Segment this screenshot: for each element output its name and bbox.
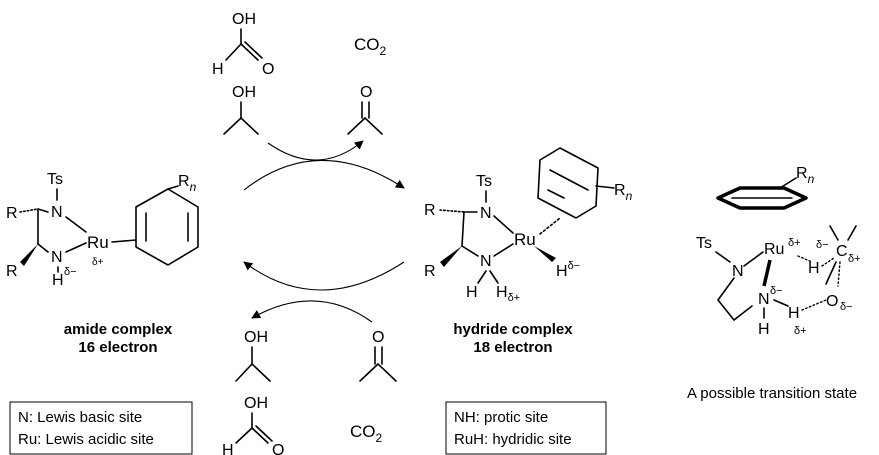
svg-text:OH: OH xyxy=(244,395,268,412)
svg-text:N: N xyxy=(732,263,744,280)
svg-text:OH: OH xyxy=(244,329,268,346)
svg-text:δ+: δ+ xyxy=(848,253,861,265)
svg-text:N: N xyxy=(758,291,770,308)
amide-complex-name: amide complex xyxy=(64,321,173,338)
svg-text:δ−: δ− xyxy=(816,239,829,251)
svg-text:R: R xyxy=(424,202,436,219)
svg-text:H: H xyxy=(212,61,224,78)
hydride-complex-name: hydride complex xyxy=(453,321,573,338)
svg-text:N: N xyxy=(480,253,492,270)
transition-state-structure: Rn Ts N Ru δ+ H δ− C δ+ N δ− H H δ+ O δ− xyxy=(696,165,861,338)
svg-text:N: N xyxy=(480,205,492,222)
svg-text:H: H xyxy=(222,442,234,455)
svg-text:O: O xyxy=(360,84,372,101)
svg-text:Rn: Rn xyxy=(614,182,633,203)
amide-complex-structure: Ts N R R N H δ− Ru δ+ Rn xyxy=(6,171,199,289)
svg-text:CO2: CO2 xyxy=(354,35,387,58)
arrow-top-main xyxy=(243,159,405,191)
svg-text:Ts: Ts xyxy=(47,171,63,188)
svg-text:Hδ−: Hδ− xyxy=(556,260,580,280)
hydride-complex-structure: Ts N R R N H Hδ+ Ru Rn Hδ− xyxy=(424,147,633,304)
svg-text:R: R xyxy=(6,263,18,280)
isopropanol-bottom: OH xyxy=(235,329,271,382)
amide-complex-electrons: 16 electron xyxy=(78,339,157,356)
svg-text:δ+: δ+ xyxy=(788,237,801,249)
svg-text:O: O xyxy=(262,61,274,78)
svg-text:H: H xyxy=(758,321,770,338)
svg-text:OH: OH xyxy=(232,11,256,28)
svg-text:Ru: Ru xyxy=(514,230,536,249)
lewis-sites-box: N: Lewis basic site Ru: Lewis acidic sit… xyxy=(9,401,193,455)
svg-text:N: Lewis basic site: N: Lewis basic site xyxy=(18,409,142,426)
svg-text:C: C xyxy=(836,243,848,260)
svg-text:Rn: Rn xyxy=(178,173,197,194)
arrow-top-side-in xyxy=(267,140,364,161)
svg-text:R: R xyxy=(424,263,436,280)
co2-bottom: CO2 xyxy=(350,422,383,445)
svg-text:OH: OH xyxy=(232,84,256,101)
svg-text:δ−: δ− xyxy=(770,285,783,297)
svg-text:Rn: Rn xyxy=(796,165,815,186)
svg-text:H: H xyxy=(788,305,800,322)
svg-text:δ−: δ− xyxy=(840,301,853,313)
acetone-top: O xyxy=(347,84,383,135)
svg-text:N: N xyxy=(51,204,63,221)
svg-text:H: H xyxy=(808,260,820,277)
svg-text:H: H xyxy=(466,284,478,301)
svg-text:Hδ+: Hδ+ xyxy=(496,284,520,304)
protic-hydridic-box: NH: protic site RuH: hydridic site xyxy=(445,401,607,455)
transition-state-caption: A possible transition state xyxy=(687,385,857,402)
svg-text:O: O xyxy=(272,442,284,455)
svg-text:NH: protic site: NH: protic site xyxy=(454,409,548,426)
formic-acid-bottom: OH H O xyxy=(222,395,284,455)
svg-text:N: N xyxy=(51,249,63,266)
svg-text:Ru: Lewis acidic site: Ru: Lewis acidic site xyxy=(18,431,154,448)
arrow-bottom-main xyxy=(243,261,405,291)
svg-text:CO2: CO2 xyxy=(350,422,383,445)
svg-text:δ−: δ− xyxy=(64,266,77,278)
svg-text:Ts: Ts xyxy=(476,173,492,190)
co2-top: CO2 xyxy=(354,35,387,58)
svg-text:H: H xyxy=(52,272,64,289)
svg-text:Ts: Ts xyxy=(696,235,712,252)
svg-text:Ru: Ru xyxy=(87,233,109,252)
svg-text:RuH: hydridic site: RuH: hydridic site xyxy=(454,431,572,448)
svg-text:δ+: δ+ xyxy=(92,257,104,268)
acetone-bottom: O xyxy=(359,329,397,382)
hydride-complex-electrons: 18 electron xyxy=(473,339,552,356)
formic-acid-top: OH H O xyxy=(212,11,274,78)
svg-text:R: R xyxy=(6,205,18,222)
arrow-bottom-side-out xyxy=(251,300,373,323)
isopropanol-top: OH xyxy=(223,84,259,135)
svg-text:Ru: Ru xyxy=(764,241,784,258)
svg-text:O: O xyxy=(826,293,838,310)
svg-text:O: O xyxy=(372,329,384,346)
svg-text:δ+: δ+ xyxy=(794,325,807,337)
